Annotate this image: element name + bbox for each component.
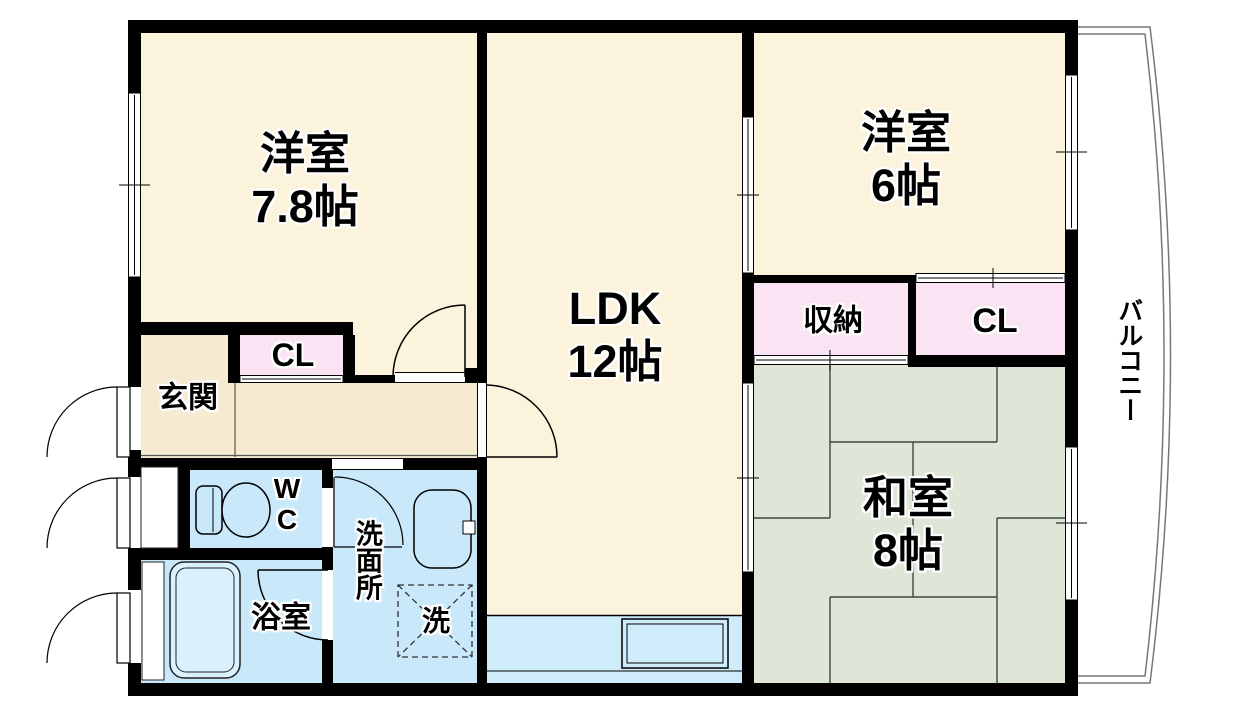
- balcony-outline: [1078, 26, 1172, 684]
- western-room-2-floor: [754, 33, 1065, 275]
- entrance-floor: [141, 335, 228, 383]
- hinged-doors: [46, 304, 558, 664]
- washing-machine-icon: [397, 584, 473, 658]
- toilet-icon: [195, 482, 271, 538]
- balcony-label: バルコニー: [1114, 297, 1143, 423]
- door-bathroom: [257, 569, 329, 641]
- sink-icon: [413, 489, 476, 569]
- closet-hall-label: CL: [271, 337, 315, 374]
- door-western-room-1: [392, 304, 466, 378]
- entrance-label: 玄関: [158, 381, 218, 415]
- sliding-doors: [239, 116, 1066, 573]
- door-wc: [333, 476, 404, 548]
- storage-floor: [754, 283, 908, 355]
- walls: [128, 20, 1078, 696]
- closet-east-label: CL: [972, 301, 1018, 340]
- closet-east-floor: [916, 283, 1065, 355]
- entrance-step-lines: [141, 383, 477, 457]
- closet-hall-floor: [237, 335, 343, 375]
- kitchen-counter-floor: [487, 615, 742, 683]
- ldk-floor: [487, 33, 742, 683]
- hallway-floor: [141, 383, 477, 458]
- storage-label: 収納: [803, 304, 863, 338]
- meter-box: [140, 466, 179, 549]
- japanese-room-floor: [754, 365, 1065, 683]
- room-fills: [141, 33, 1065, 683]
- washroom-label: 洗面所: [351, 519, 382, 601]
- entrance-doors-exterior: [46, 386, 131, 664]
- fixtures: [140, 466, 742, 681]
- bathroom-label: 浴室: [251, 601, 311, 635]
- bathtub-icon: [169, 561, 241, 679]
- door-ldk: [486, 384, 558, 458]
- windows: [119, 74, 1087, 601]
- kitchen-counter-icon: [487, 614, 742, 672]
- door-openings: [128, 372, 487, 663]
- laundry-label: 洗: [421, 605, 451, 637]
- bathroom-side-panel: [141, 561, 165, 681]
- tatami-mat-lines: [754, 365, 1065, 683]
